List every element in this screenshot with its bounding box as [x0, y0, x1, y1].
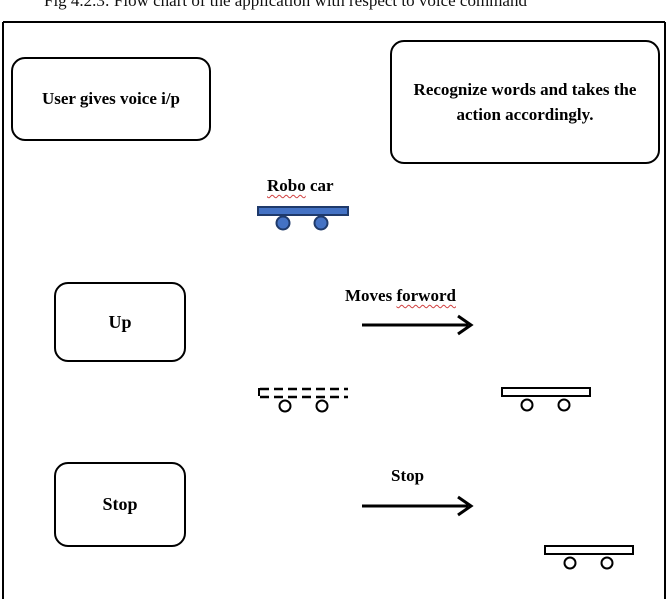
stop-command-box: Stop — [54, 462, 186, 547]
user-voice-input-box: User gives voice i/p — [11, 57, 211, 141]
robo-word: Robo — [267, 176, 306, 195]
stopped-car-icon — [544, 545, 634, 570]
forword-word: forword — [396, 286, 456, 305]
up-command-box: Up — [54, 282, 186, 362]
stop-arrow — [362, 495, 474, 517]
dashed-car-icon — [258, 387, 348, 413]
moves-forward-arrow — [362, 314, 474, 336]
robo-car-icon — [257, 206, 349, 231]
stop-action-label: Stop — [391, 466, 425, 485]
robo-car-label: Robo car — [267, 176, 334, 196]
recognize-words-box: Recognize words and takes the action acc… — [390, 40, 660, 164]
moved-car-icon — [501, 387, 591, 412]
moves-forward-label: Moves forword — [345, 286, 456, 306]
car-word: car — [309, 176, 334, 195]
moves-word: Moves — [345, 286, 393, 305]
figure-caption: Fig 4.2.3: Flow chart of the application… — [44, 0, 527, 10]
